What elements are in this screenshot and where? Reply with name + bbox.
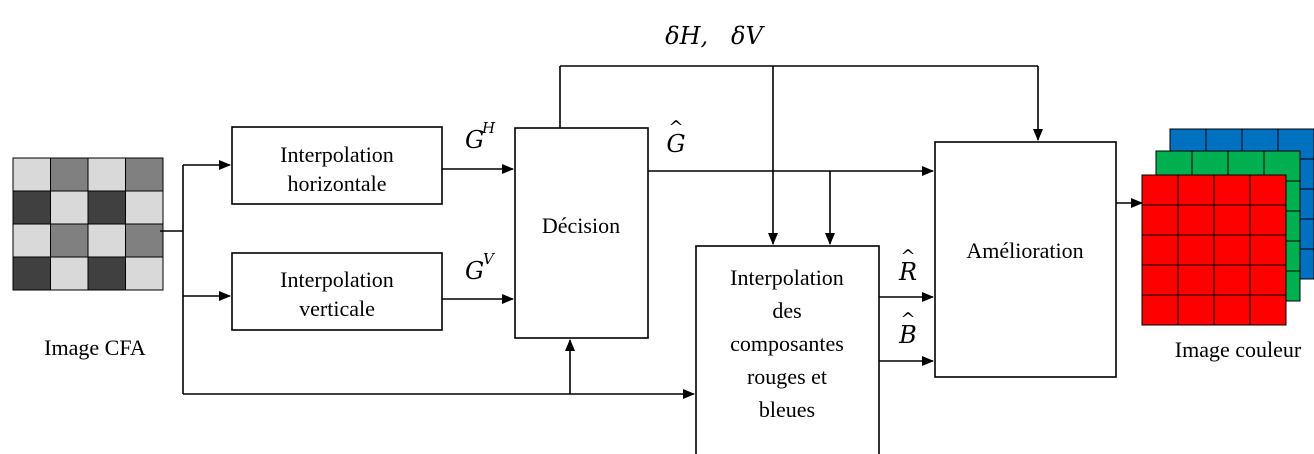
svg-text:G: G — [465, 126, 484, 154]
interpolation-rb-block — [695, 245, 880, 454]
cfa-pixel — [125, 223, 164, 258]
color-pixel — [1213, 204, 1251, 236]
color-pixel — [1177, 204, 1215, 236]
color-pixel — [1213, 234, 1251, 266]
svg-text:^: ^ — [900, 309, 915, 330]
cfa-pixel — [125, 157, 164, 192]
gv-label: G V — [465, 250, 496, 285]
interp-rb-line3: composantes — [730, 331, 844, 356]
cfa-pixel — [12, 256, 51, 291]
cfa-image — [12, 157, 164, 291]
cfa-pixel — [125, 190, 164, 225]
svg-text:R: R — [898, 258, 917, 286]
amelioration-label: Amélioration — [966, 238, 1083, 263]
cfa-pixel — [12, 157, 51, 192]
svg-text:G: G — [666, 130, 685, 158]
input-image-label: Image CFA — [44, 335, 146, 360]
color-pixel — [1249, 174, 1287, 206]
cfa-pixel — [87, 157, 126, 192]
color-pixel — [1249, 234, 1287, 266]
cfa-pixel — [50, 223, 89, 258]
b-hat-label: B ^ — [898, 309, 917, 349]
interp-rb-line4: rouges et — [747, 364, 827, 389]
svg-text:^: ^ — [668, 117, 683, 138]
delta-h-v-label: δH, δV — [665, 22, 765, 50]
svg-text:B: B — [898, 321, 917, 349]
color-pixel — [1177, 174, 1215, 206]
cfa-pixel — [125, 256, 164, 291]
color-pixel — [1141, 174, 1179, 206]
interp-v-line2: verticale — [299, 296, 375, 321]
color-pixel — [1177, 234, 1215, 266]
color-pixel — [1213, 174, 1251, 206]
color-pixel — [1141, 294, 1179, 326]
r-hat-label: R ^ — [898, 246, 917, 286]
cfa-pixel — [87, 223, 126, 258]
cfa-pixel — [87, 256, 126, 291]
output-image-label: Image couleur — [1175, 337, 1302, 362]
svg-text:H: H — [481, 119, 496, 137]
interpolation-horizontal-block — [231, 126, 443, 205]
color-pixel — [1141, 234, 1179, 266]
color-pixel — [1213, 264, 1251, 296]
color-pixel — [1177, 264, 1215, 296]
svg-text:^: ^ — [900, 246, 915, 267]
connections — [160, 65, 1143, 399]
cfa-pixel — [50, 256, 89, 291]
color-pixel — [1249, 264, 1287, 296]
svg-text:V: V — [483, 250, 496, 268]
color-pixel — [1141, 264, 1179, 296]
cfa-pixel — [87, 190, 126, 225]
cfa-pixel — [50, 190, 89, 225]
g-hat-label: G ^ — [666, 117, 685, 158]
svg-text:G: G — [465, 257, 484, 285]
interp-h-line2: horizontale — [288, 171, 387, 196]
color-pixel — [1141, 204, 1179, 236]
interp-h-line1: Interpolation — [280, 142, 394, 167]
cfa-pixel — [12, 223, 51, 258]
color-pixel — [1249, 204, 1287, 236]
amelioration-block — [934, 141, 1117, 378]
output-red-plane — [1141, 174, 1287, 326]
color-pixel — [1249, 294, 1287, 326]
interp-rb-line2: des — [772, 298, 801, 323]
color-pixel — [1213, 294, 1251, 326]
decision-block — [514, 127, 649, 339]
interpolation-vertical-block — [231, 252, 443, 331]
color-pixel — [1177, 294, 1215, 326]
interp-rb-line1: Interpolation — [730, 265, 844, 290]
gh-label: G H — [465, 119, 496, 154]
cfa-pixel — [12, 190, 51, 225]
interp-rb-line5: bleues — [759, 397, 815, 422]
cfa-pixel — [50, 157, 89, 192]
interp-v-line1: Interpolation — [280, 267, 394, 292]
decision-label: Décision — [542, 213, 620, 238]
